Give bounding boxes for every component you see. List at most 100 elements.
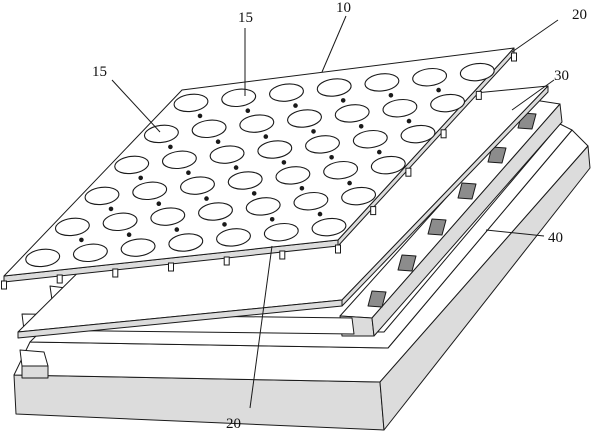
plate-dot [329, 155, 334, 160]
plate-hole [263, 222, 299, 242]
plate-hole [227, 171, 263, 190]
plate-dot [245, 108, 251, 113]
plate-hole [120, 238, 156, 257]
plate-dot [79, 237, 84, 243]
plate-hole [316, 78, 352, 97]
leader-20-bottom [249, 245, 273, 409]
plate-dot [168, 144, 173, 150]
plate-hole [173, 93, 209, 113]
reference-labels: 15 15 10 20 30 40 20 [92, 0, 587, 432]
plate-hole [209, 145, 245, 164]
plate-dot [377, 149, 382, 155]
leader-20-top [511, 19, 559, 53]
plate-dot [197, 113, 203, 119]
locating-pin [279, 250, 286, 260]
plate-hole [221, 88, 257, 108]
label-10: 10 [336, 0, 351, 16]
label-20-bottom: 20 [226, 416, 241, 432]
plate-hole [430, 93, 466, 113]
plate-hole [114, 155, 150, 175]
plate-dot [215, 139, 221, 144]
plate-hole [25, 248, 61, 268]
locating-pin [440, 129, 447, 139]
plate-dot [358, 124, 364, 129]
perforated-plate [3, 47, 515, 283]
label-15-left: 15 [92, 64, 107, 80]
plate-hole [102, 212, 138, 232]
locating-pin [223, 256, 230, 266]
plate-hole [84, 186, 120, 206]
plate-dot [317, 211, 323, 217]
locating-pin [1, 280, 7, 290]
plate-hole [364, 73, 400, 92]
plate-hole [352, 129, 388, 149]
plate-dot [174, 227, 180, 232]
leader-40 [485, 229, 545, 237]
plate-hole [216, 228, 251, 247]
base-frame [13, 99, 591, 431]
locating-pin [335, 244, 341, 254]
locating-pin [168, 262, 174, 272]
plate-dot [233, 165, 239, 170]
plate-dot [108, 206, 114, 212]
plate-holes [25, 62, 495, 268]
label-15-top: 15 [238, 10, 253, 26]
plate-dot [186, 170, 191, 175]
plate-hole [245, 197, 281, 216]
label-40: 40 [548, 230, 563, 246]
plate-hole [143, 124, 179, 144]
plate-hole [180, 176, 215, 195]
plate-dot [388, 93, 394, 98]
plate-hole [293, 191, 329, 211]
locating-pin [112, 268, 119, 278]
locating-pin [370, 206, 377, 216]
plate-hole [168, 233, 204, 252]
plate-hole [269, 83, 304, 102]
leader-30 [511, 79, 555, 111]
plate-hole [191, 119, 227, 139]
plate-hole [341, 186, 377, 206]
plate-dot [269, 217, 275, 222]
plate-hole [287, 109, 322, 128]
label-30: 30 [554, 68, 569, 84]
locating-pin [405, 167, 412, 177]
plate-hole [257, 140, 293, 159]
plate-hole [239, 114, 275, 133]
plate-dot [406, 118, 412, 124]
plate-dot [311, 129, 316, 134]
plate-hole [198, 202, 233, 221]
plate-dot [281, 160, 287, 165]
plate-hole [150, 207, 186, 226]
plate-dot [293, 103, 298, 108]
plate-hole [370, 155, 406, 175]
label-20-top: 20 [572, 7, 587, 23]
plate-dot [126, 232, 132, 237]
plate-hole [275, 166, 311, 185]
plate-dot [263, 134, 269, 139]
plate-dot [138, 175, 143, 181]
plate-dot [436, 87, 441, 93]
plate-dot [156, 201, 162, 206]
plate-hole [305, 135, 340, 154]
plate-dot [222, 222, 227, 227]
plate-hole [382, 98, 418, 118]
plate-dot [347, 180, 352, 186]
locating-pin [475, 90, 482, 100]
plate-hole [334, 104, 370, 123]
plate-alignment-dots [79, 87, 441, 243]
plate-hole [161, 150, 197, 170]
plate-hole [459, 62, 495, 82]
locating-pin [511, 52, 517, 62]
plate-hole [311, 217, 347, 237]
plate-dot [204, 196, 209, 201]
locating-pin [56, 274, 63, 284]
plate-dot [340, 98, 346, 103]
plate-hole [72, 243, 108, 263]
plate-hole [400, 124, 436, 144]
plate-dot [251, 191, 257, 196]
plate-hole [54, 217, 90, 237]
plate-hole [132, 181, 168, 201]
plate-dot [299, 186, 305, 191]
plate-hole [323, 160, 359, 180]
